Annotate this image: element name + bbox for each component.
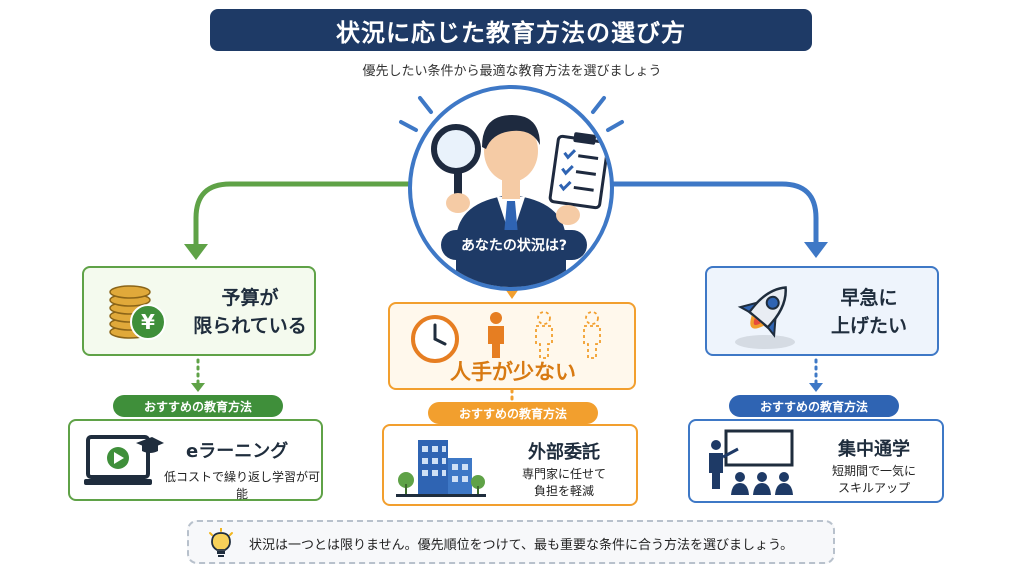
recommend-badge: おすすめの教育方法	[113, 395, 283, 417]
page-subtitle: 優先したい条件から最適な教育方法を選びましょう	[362, 64, 662, 79]
center-situation-circle	[408, 85, 614, 291]
method-card-elearning: eラーニング 低コストで繰り返し学習が可能	[68, 419, 323, 501]
condition-card-budget: ¥ 予算が 限られている	[82, 266, 316, 356]
clipboard-icon	[548, 132, 610, 225]
method-description: 低コストで繰り返し学習が可能	[163, 470, 320, 501]
method-title: eラーニング	[186, 441, 289, 462]
tip-box: 状況は一つとは限りません。優先順位をつけて、最も重要な条件に合う方法を選びましょ…	[187, 520, 835, 564]
blue-arrowhead	[804, 242, 828, 258]
blue-branch-arrow	[612, 181, 819, 244]
tip-text: 状況は一つとは限りません。優先順位をつけて、最も重要な条件に合う方法を選びましょ…	[249, 538, 794, 553]
people-icon	[488, 311, 601, 359]
rocket-icon	[735, 286, 795, 349]
condition-card-staff: 人手が少ない	[388, 302, 636, 390]
green-branch-arrow	[193, 181, 412, 246]
recommend-badge: おすすめの教育方法	[428, 402, 598, 424]
condition-text: 予算が 限られている	[193, 287, 307, 337]
svg-text:¥: ¥	[141, 310, 155, 334]
recommend-badge: おすすめの教育方法	[729, 395, 899, 417]
clock-icon	[411, 315, 459, 363]
green-arrowhead	[184, 244, 208, 260]
method-description: 専門家に任せて 負担を軽減	[521, 467, 606, 498]
magnifier-icon	[431, 124, 481, 213]
method-card-intensive: 集中通学 短期間で一気に スキルアップ	[688, 419, 944, 503]
method-title: 外部委託	[528, 442, 600, 463]
condition-text: 早急に 上げたい	[830, 287, 907, 337]
yen-coins-icon: ¥	[109, 285, 166, 340]
method-card-outsourcing: 外部委託 専門家に任せて 負担を軽減	[382, 424, 638, 506]
building-icon	[396, 440, 486, 497]
classroom-icon	[709, 429, 794, 495]
situation-label: あなたの状況は?	[441, 230, 587, 260]
method-description: 短期間で一気に スキルアップ	[831, 464, 916, 495]
lightbulb-icon	[209, 528, 233, 557]
condition-text: 人手が少ない	[450, 360, 576, 384]
page-title: 状況に応じた教育方法の選び方	[210, 9, 812, 51]
elearning-monitor-icon	[84, 435, 164, 485]
method-title: 集中通学	[838, 439, 910, 460]
condition-card-speed: 早急に 上げたい	[705, 266, 939, 356]
